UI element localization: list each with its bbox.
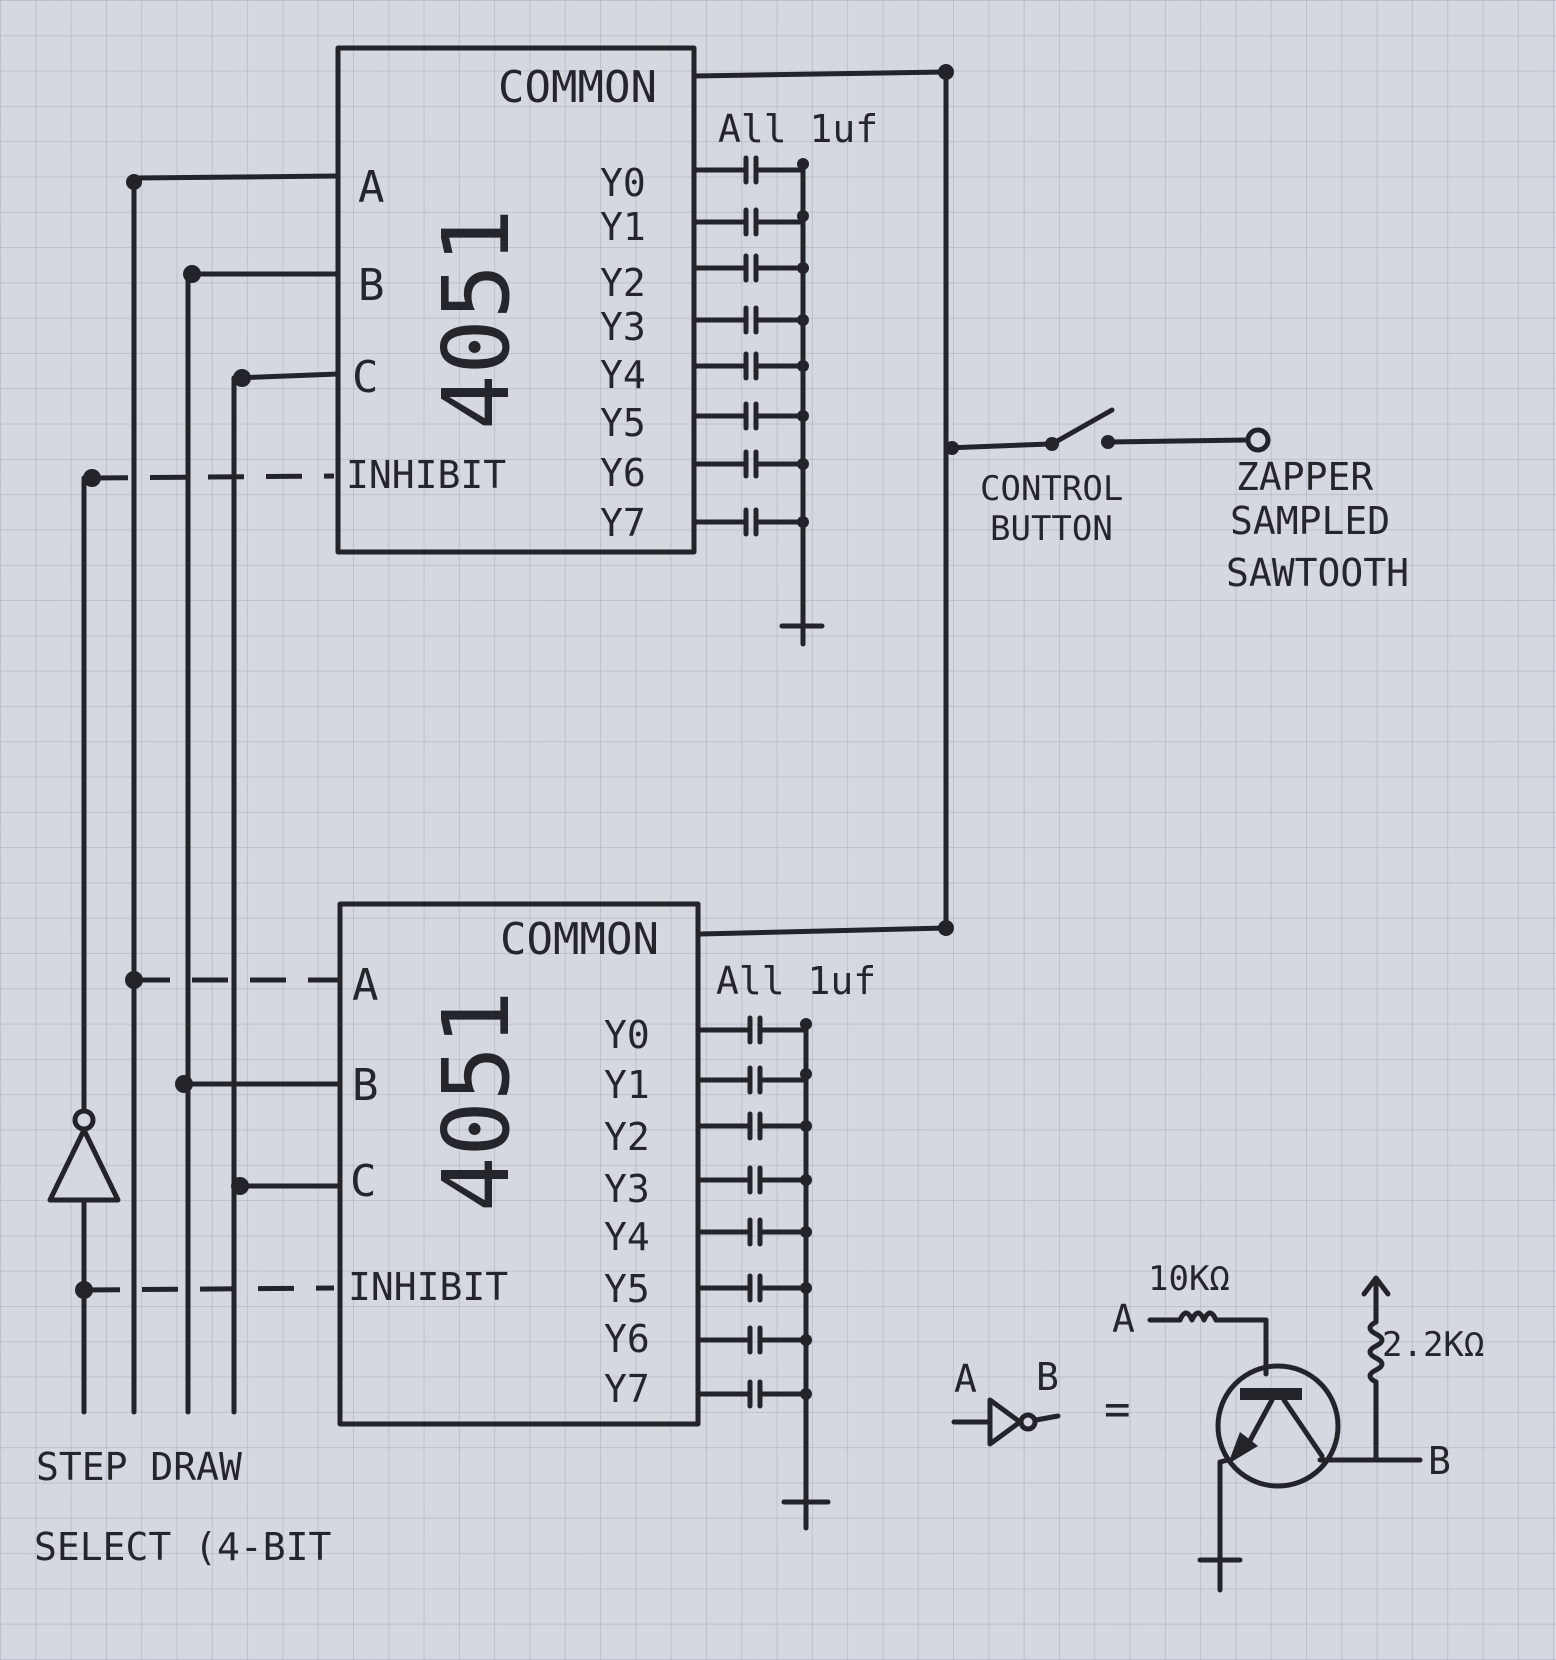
bottom-pin-y2: Y2 <box>604 1115 650 1159</box>
top-pin-y4: Y4 <box>600 353 646 397</box>
bottom-ground-icon <box>781 1499 831 1531</box>
top-common-label: COMMON <box>498 62 657 113</box>
inv-output-label: B <box>1036 1355 1059 1399</box>
bottom-pin-y7: Y7 <box>604 1367 650 1411</box>
top-ground-icon <box>779 623 825 647</box>
top-pin-y7: Y7 <box>600 501 646 545</box>
top-pin-c: C <box>352 352 379 403</box>
top-pin-inhibit: INHIBIT <box>346 453 506 497</box>
top-capacitor-bank <box>691 155 809 645</box>
bottom-chip-id: 4051 <box>423 990 530 1212</box>
bottom-common-label: COMMON <box>500 914 659 965</box>
top-pin-y5: Y5 <box>600 401 646 445</box>
bottom-pin-y1: Y1 <box>604 1063 650 1107</box>
top-pin-a: A <box>358 162 385 213</box>
bottom-cap-note: All 1uf <box>716 959 876 1003</box>
output-line3: SAWTOOTH <box>1226 551 1409 595</box>
bus-label-line2: SELECT (4-BIT <box>34 1525 331 1569</box>
top-pin-y3: Y3 <box>600 305 646 349</box>
inv-resistor-base-label: 10KΩ <box>1148 1259 1230 1299</box>
switch-label-line1: CONTROL <box>980 469 1123 509</box>
collector-pullup <box>1317 1275 1423 1463</box>
bottom-capacitor-bank <box>695 1015 812 1523</box>
top-mux-chip: COMMON 4051 A B C INHIBIT Y0 Y1 Y2 Y3 Y4… <box>335 45 878 555</box>
inv-node-b-label: B <box>1428 1439 1451 1483</box>
inverter-equivalent: A B = 10KΩ A <box>951 1259 1484 1593</box>
top-pin-b: B <box>358 260 385 311</box>
bottom-pin-y3: Y3 <box>604 1167 650 1211</box>
base-resistor-icon <box>1147 1310 1269 1377</box>
bottom-mux-chip: COMMON 4051 A B C INHIBIT Y0 Y1 Y2 Y3 Y4… <box>337 901 876 1427</box>
emitter-ground-icon <box>1197 1459 1243 1593</box>
bottom-pin-y6: Y6 <box>604 1317 650 1361</box>
output-label: ZAPPER SAMPLED SAWTOOTH <box>1226 455 1409 595</box>
output-line1: ZAPPER <box>1236 455 1373 499</box>
bottom-pin-c: C <box>350 1156 377 1207</box>
small-inverter-icon <box>951 1397 1061 1447</box>
bus-label: STEP DRAW SELECT (4-BIT <box>34 1445 331 1569</box>
top-pin-y2: Y2 <box>600 261 646 305</box>
top-pin-y6: Y6 <box>600 451 646 495</box>
npn-transistor-icon <box>1215 1363 1341 1489</box>
bottom-pin-y4: Y4 <box>604 1215 650 1259</box>
bottom-pin-b: B <box>352 1060 379 1111</box>
inv-input-label: A <box>954 1357 977 1401</box>
top-chip-id: 4051 <box>423 208 530 430</box>
bottom-pin-a: A <box>352 960 379 1011</box>
inv-resistor-pullup-label: 2.2KΩ <box>1382 1325 1484 1365</box>
switch-label-line2: BUTTON <box>990 509 1113 549</box>
inv-node-a-label: A <box>1112 1297 1135 1341</box>
top-pin-y1: Y1 <box>600 205 646 249</box>
inverter-gate-icon <box>47 1108 121 1203</box>
bottom-pin-inhibit: INHIBIT <box>348 1265 508 1309</box>
top-pin-y0: Y0 <box>600 161 646 205</box>
common-bus-wire <box>691 64 959 937</box>
bottom-pin-y0: Y0 <box>604 1013 650 1057</box>
bus-label-line1: STEP DRAW <box>36 1445 242 1489</box>
top-cap-note: All 1uf <box>718 107 878 151</box>
select-bus-wires <box>75 173 341 1415</box>
inv-equals-sign: = <box>1104 1384 1131 1435</box>
control-button-switch: CONTROL BUTTON <box>943 407 1271 549</box>
bottom-pin-y5: Y5 <box>604 1267 650 1311</box>
output-line2: SAMPLED <box>1230 499 1390 543</box>
